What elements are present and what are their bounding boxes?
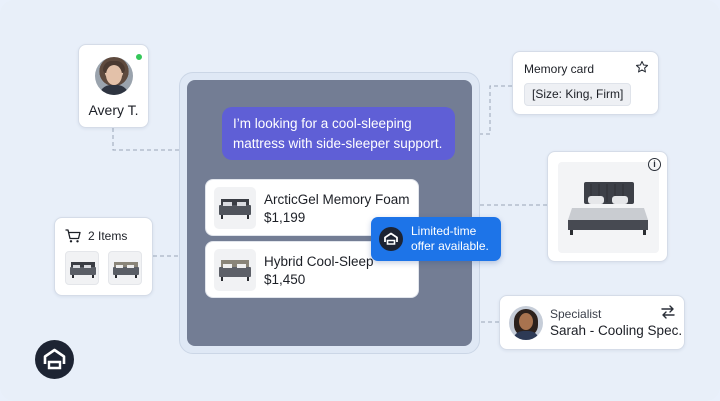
memory-tag: [Size: King, Firm] [524,83,632,106]
memory-card[interactable]: Memory card [Size: King, Firm] [512,51,659,115]
memory-card-title: Memory card [524,62,595,76]
product-image [214,187,256,229]
product-name: Hybrid Cool-Sleep [264,254,374,269]
info-icon[interactable]: i [648,158,661,171]
mattress-icon [219,260,251,281]
online-status-dot [135,53,143,61]
offer-text: Limited-time offer available. [411,224,489,254]
product-image [214,249,256,291]
product-price: $1,199 [264,210,306,225]
brand-badge-icon [379,227,403,251]
user-name: Avery T. [88,102,139,118]
star-icon[interactable] [635,60,649,78]
cart-icon [65,229,81,243]
product-image-card[interactable]: i [547,151,668,262]
cart-card[interactable]: 2 Items [54,217,153,296]
swap-icon[interactable] [660,304,676,323]
avatar [509,306,543,340]
mattress-icon [219,199,251,219]
offer-line-2: offer available. [411,239,489,253]
mattress-icon [70,262,96,278]
specialist-card[interactable]: Specialist Sarah - Cooling Spec. [499,295,685,350]
product-price: $1,450 [264,272,306,287]
specialist-name: Sarah - Cooling Spec. [550,323,683,338]
user-card[interactable]: Avery T. [78,44,149,128]
cart-item-thumbnail[interactable] [65,251,99,285]
mattress-icon [113,262,139,278]
cart-count: 2 Items [88,229,128,243]
offer-line-1: Limited-time [411,224,477,238]
cart-item-thumbnail[interactable] [108,251,142,285]
user-message-bubble: I’m looking for a cool-sleeping mattress… [222,107,455,160]
product-name: ArcticGel Memory Foam [264,192,410,207]
brand-logo-icon [35,340,74,379]
avatar [95,57,133,95]
specialist-role: Specialist [550,307,602,321]
product-card-arcticgel[interactable]: ArcticGel Memory Foam $1,199 [205,179,419,236]
limited-offer-toast[interactable]: Limited-time offer available. [371,217,501,261]
bed-image [558,162,659,253]
